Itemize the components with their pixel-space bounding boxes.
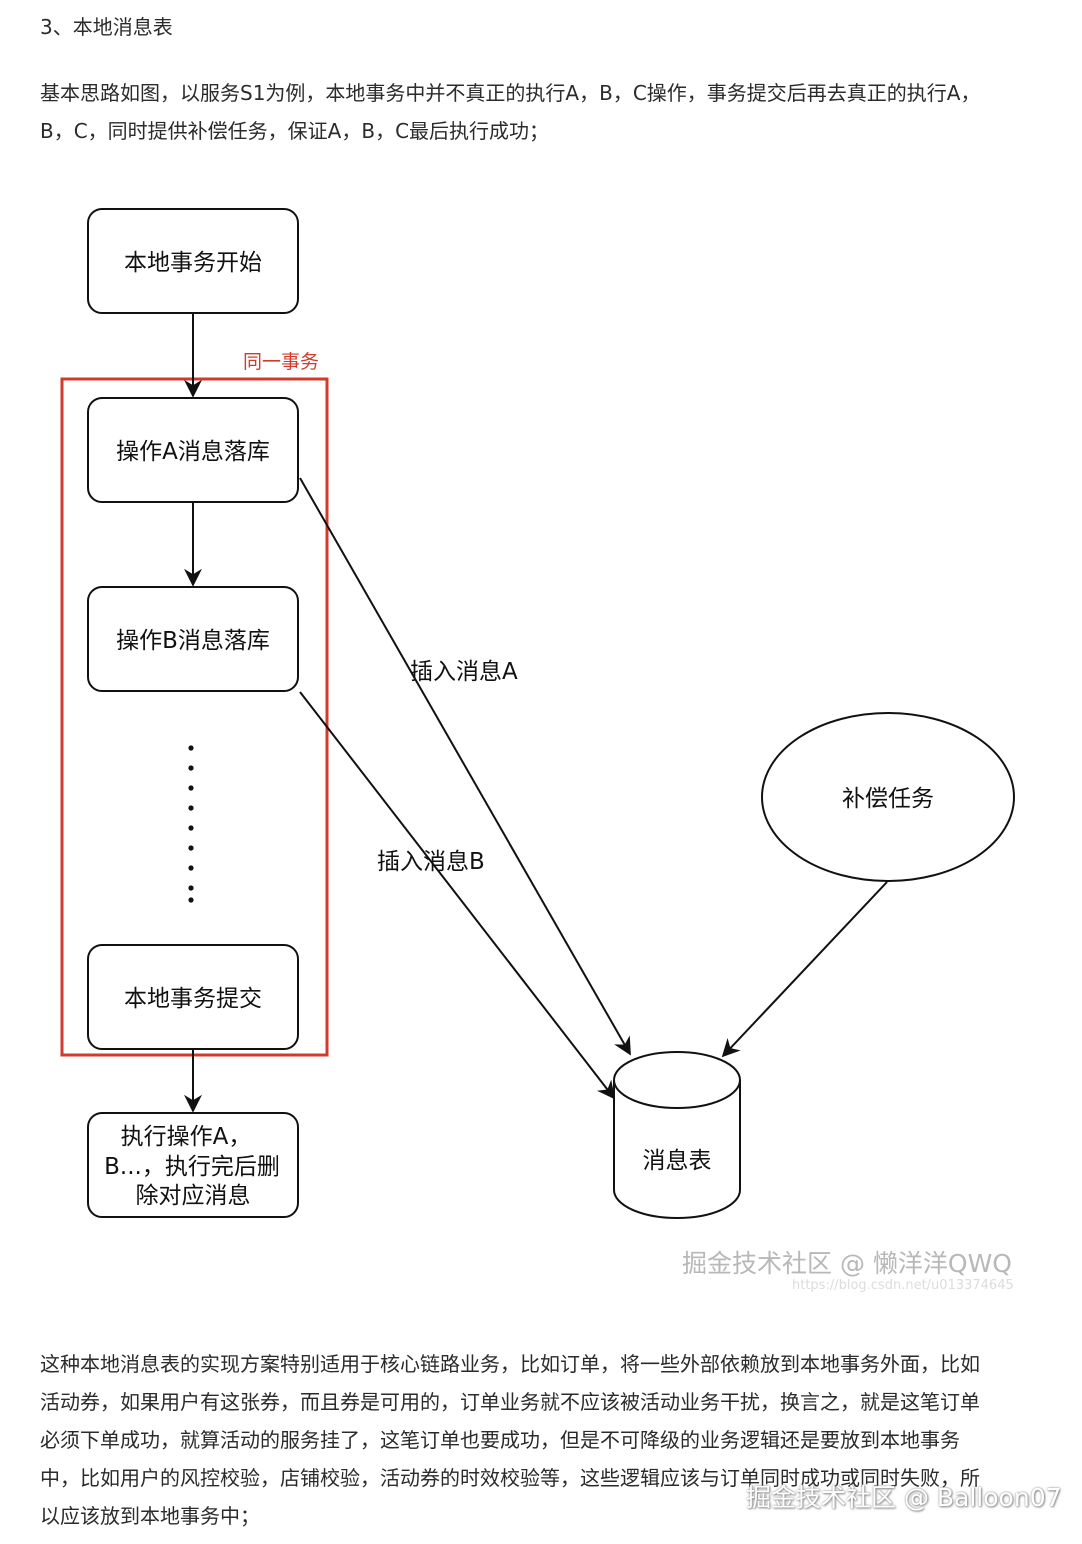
node-operation-a: 操作A消息落库 — [87, 397, 299, 503]
outro-line: 这种本地消息表的实现方案特别适用于核心链路业务，比如订单，将一些外部依赖放到本地… — [40, 1352, 980, 1376]
node-execute-line: B...，执行完后删 — [104, 1154, 280, 1180]
intro-paragraph: 基本思路如图，以服务S1为例，本地事务中并不真正的执行A，B，C操作，事务提交后… — [40, 74, 1050, 150]
node-message-table-label: 消息表 — [643, 1148, 712, 1174]
outro-line: 活动券，如果用户有这张券，而且券是可用的，订单业务就不应该被活动业务干扰，换言之… — [40, 1390, 980, 1414]
page-watermark: 掘金技术社区 @ Balloon07 — [746, 1483, 1062, 1512]
outro-line: 以应该放到本地事务中； — [40, 1504, 260, 1528]
intro-line: B，C，同时提供补偿任务，保证A，B，C最后执行成功； — [40, 119, 550, 143]
node-transaction-start-label: 本地事务开始 — [124, 250, 262, 276]
group-label: 同一事务 — [243, 351, 319, 373]
intro-line: 基本思路如图，以服务S1为例，本地事务中并不真正的执行A，B，C操作，事务提交后… — [40, 81, 981, 105]
image-watermark: 掘金技术社区 @ 懒洋洋QWQ — [682, 1249, 1012, 1278]
edge-insert-message-a — [299, 477, 631, 1056]
ellipsis-dots — [188, 745, 194, 903]
node-message-table: 消息表 — [613, 1051, 741, 1219]
node-transaction-commit: 本地事务提交 — [87, 944, 299, 1050]
edge-compensation-to-table — [721, 881, 888, 1058]
same-transaction-group — [60, 377, 329, 1057]
edge-label-insert-b: 插入消息B — [377, 849, 485, 875]
node-execute-operations: 执行操作A， B...，执行完后删 除对应消息 — [87, 1112, 299, 1218]
edge-label-insert-a: 插入消息A — [410, 659, 518, 685]
outro-line: 必须下单成功，就算活动的服务挂了，这笔订单也要成功，但是不可降级的业务逻辑还是要… — [40, 1428, 960, 1452]
node-execute-line: 执行操作A， — [121, 1124, 252, 1150]
node-compensation-task-label: 补偿任务 — [842, 786, 934, 812]
image-watermark-url: https://blog.csdn.net/u013374645 — [792, 1278, 1014, 1293]
node-transaction-start: 本地事务开始 — [87, 208, 299, 314]
node-operation-b-label: 操作B消息落库 — [116, 628, 270, 654]
node-operation-b: 操作B消息落库 — [87, 586, 299, 692]
edge-insert-message-b — [299, 691, 616, 1100]
node-operation-a-label: 操作A消息落库 — [116, 439, 270, 465]
outro-line: 中，比如用户的风控校验，店铺校验，活动券的时效校验等，这些逻辑应该与订单同时成功… — [40, 1466, 980, 1490]
section-heading: 3、本地消息表 — [40, 15, 173, 39]
outro-paragraph: 这种本地消息表的实现方案特别适用于核心链路业务，比如订单，将一些外部依赖放到本地… — [40, 1345, 1050, 1535]
node-transaction-commit-label: 本地事务提交 — [124, 986, 262, 1012]
node-execute-line: 除对应消息 — [136, 1183, 251, 1209]
node-compensation-task: 补偿任务 — [761, 712, 1015, 882]
